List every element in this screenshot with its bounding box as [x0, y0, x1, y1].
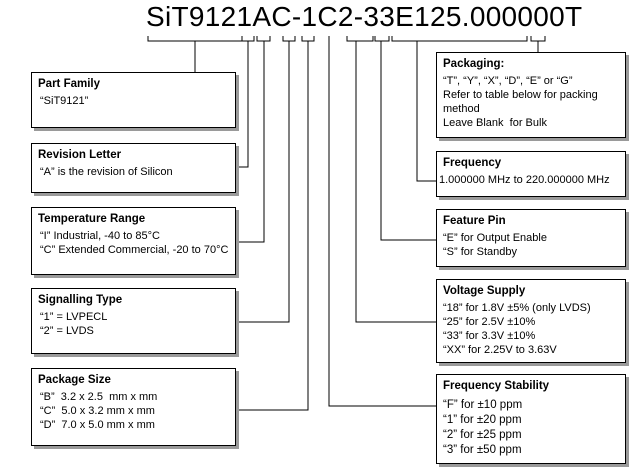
frequency-stability-line: “2” for ±25 ppm — [443, 429, 522, 441]
connector-revision — [236, 41, 249, 168]
signalling-type-line: “1” = LVPECL — [40, 311, 108, 323]
temperature-range-box: Temperature Range “I” Industrial, -40 to… — [31, 207, 236, 275]
part-family-line: “SiT9121” — [40, 95, 89, 107]
connector-package — [236, 41, 309, 411]
voltage-supply-title: Voltage Supply — [443, 285, 526, 297]
frequency-box: Frequency 1.000000 MHz to 220.000000 MHz — [436, 151, 626, 197]
frequency-stability-line: “F” for ±10 ppm — [443, 399, 523, 411]
part-number: SiT9121AC-1C2-33E125.000000T — [146, 1, 583, 32]
frequency-stability-line: “1” for ±20 ppm — [443, 414, 522, 426]
frequency-line: 1.000000 MHz to 220.000000 MHz — [439, 174, 610, 186]
bracket-feature — [374, 36, 390, 42]
bracket-part-family — [147, 36, 243, 42]
frequency-stability-box: Frequency Stability “F” for ±10 ppm “1” … — [436, 374, 626, 464]
connector-frequency — [416, 41, 436, 182]
voltage-supply-line: “25” for 2.5V ±10% — [443, 316, 536, 328]
packaging-line: method — [443, 103, 480, 115]
revision-letter-box: Revision Letter “A” is the revision of S… — [31, 143, 236, 193]
packaging-line: Refer to table below for packing — [443, 89, 598, 101]
bracket-frequency — [391, 36, 528, 42]
bracket-signalling — [282, 36, 296, 42]
part-family-title: Part Family — [38, 78, 100, 90]
voltage-supply-line: “18” for 1.8V ±5% (only LVDS) — [443, 302, 591, 314]
signalling-type-box: Signalling Type “1” = LVPECL “2” = LVDS — [31, 288, 236, 354]
package-size-line: “B” 3.2 x 2.5 mm x mm — [40, 391, 158, 403]
feature-pin-line: “E” for Output Enable — [443, 232, 547, 244]
package-size-line: “D” 7.0 x 5.0 mm x mm — [40, 419, 155, 431]
packaging-box: Packaging: “T”, “Y”, “X”, “D”, “E” or “G… — [436, 52, 626, 138]
connector-feature — [380, 41, 436, 241]
bracket-packaging — [530, 36, 546, 42]
signalling-type-title: Signalling Type — [38, 294, 123, 306]
packaging-line: “T”, “Y”, “X”, “D”, “E” or “G” — [443, 75, 573, 87]
connector-voltage — [355, 41, 436, 323]
voltage-supply-line: “XX” for 2.25V to 3.63V — [443, 344, 557, 356]
part-family-box: Part Family “SiT9121” — [31, 72, 236, 128]
frequency-stability-line: “3” for ±50 ppm — [443, 444, 522, 456]
voltage-supply-box: Voltage Supply “18” for 1.8V ±5% (only L… — [436, 279, 626, 363]
frequency-stability-title: Frequency Stability — [443, 380, 550, 392]
voltage-supply-line: “33” for 3.3V ±10% — [443, 330, 536, 342]
bracket-voltage — [346, 36, 374, 42]
package-size-title: Package Size — [38, 374, 111, 386]
connector-stability — [328, 36, 436, 407]
bracket-temperature — [256, 36, 271, 42]
package-size-line: “C” 5.0 x 3.2 mm x mm — [40, 405, 155, 417]
connector-signalling — [236, 41, 290, 323]
connector-temperature — [236, 41, 265, 243]
bracket-package — [301, 36, 315, 42]
bracket-revision — [241, 36, 255, 42]
temperature-range-title: Temperature Range — [38, 213, 146, 225]
feature-pin-box: Feature Pin “E” for Output Enable “S” fo… — [436, 209, 626, 267]
feature-pin-title: Feature Pin — [443, 215, 506, 227]
packaging-line: Leave Blank for Bulk — [443, 117, 547, 129]
feature-pin-line: “S” for Standby — [443, 246, 517, 258]
packaging-title: Packaging: — [443, 58, 505, 70]
revision-letter-title: Revision Letter — [38, 149, 122, 161]
package-size-box: Package Size “B” 3.2 x 2.5 mm x mm “C” 5… — [31, 368, 236, 446]
temperature-range-line: “C” Extended Commercial, -20 to 70°C — [40, 244, 229, 256]
signalling-type-line: “2” = LVDS — [40, 325, 94, 337]
frequency-title: Frequency — [443, 157, 502, 169]
revision-letter-line: “A” is the revision of Silicon — [40, 166, 173, 178]
temperature-range-line: “I” Industrial, -40 to 85°C — [40, 230, 160, 242]
